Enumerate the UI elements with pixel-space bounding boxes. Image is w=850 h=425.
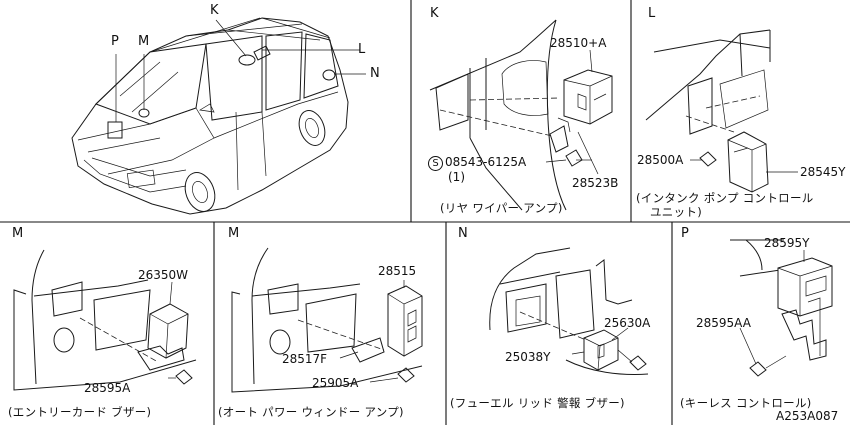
- part-number-26350W: 26350W: [138, 268, 189, 282]
- panel-m-entry-buzzer-illustration: [13, 249, 197, 391]
- part-number-28510A: 28510+A: [550, 36, 607, 50]
- screw-symbol: S: [428, 156, 443, 171]
- drawing-number: A253A087: [776, 409, 839, 423]
- callout-p: P: [111, 34, 119, 49]
- panel-m1-caption: (エントリーカード ブザー): [8, 405, 152, 419]
- panel-l-illustration: [645, 29, 798, 193]
- part-number-28500A: 28500A: [637, 153, 684, 167]
- panel-k-title: K: [430, 6, 439, 21]
- vehicle-overview-illustration: [71, 17, 366, 215]
- part-number-28517F: 28517F: [282, 352, 328, 366]
- panel-m2-title: M: [228, 226, 240, 241]
- panel-l-title: L: [648, 6, 656, 21]
- panel-k-illustration: [429, 19, 613, 211]
- callout-n: N: [370, 66, 380, 81]
- panel-p-title: P: [681, 226, 689, 241]
- panel-k-caption: (リヤ ワイパー アンプ): [440, 201, 563, 215]
- callout-l: L: [358, 42, 366, 57]
- panel-l-caption-line1: (インタンク ポンプ コントロール: [636, 191, 814, 205]
- part-number-25630A: 25630A: [604, 316, 651, 330]
- callout-k: K: [210, 3, 219, 18]
- panel-n-title: N: [458, 226, 468, 241]
- callout-m: M: [138, 34, 150, 49]
- part-number-28595Y: 28595Y: [764, 236, 810, 250]
- panel-l-caption-line2: ユニット): [650, 205, 702, 219]
- part-number-28595A: 28595A: [84, 381, 131, 395]
- panel-m1-title: M: [12, 226, 24, 241]
- panel-p-illustration: [730, 239, 833, 377]
- panel-n-caption: (フューエル リッド 警報 ブザー): [450, 396, 625, 410]
- panel-n-illustration: [489, 247, 649, 375]
- part-number-28523B: 28523B: [572, 176, 619, 190]
- part-number-25905A: 25905A: [312, 376, 359, 390]
- bolt-quantity: (1): [448, 170, 465, 184]
- part-number-28545Y: 28545Y: [800, 165, 846, 179]
- part-number-25038Y: 25038Y: [505, 350, 551, 364]
- part-number-28595AA: 28595AA: [696, 316, 751, 330]
- panel-m-window-amp-illustration: [231, 247, 423, 393]
- panel-p-caption: (キーレス コントロール): [680, 396, 812, 410]
- part-number-28515: 28515: [378, 264, 417, 278]
- bolt-part-number-text: 08543-6125A: [445, 155, 527, 169]
- panel-m2-caption: (オート パワー ウィンドー アンプ): [218, 405, 404, 419]
